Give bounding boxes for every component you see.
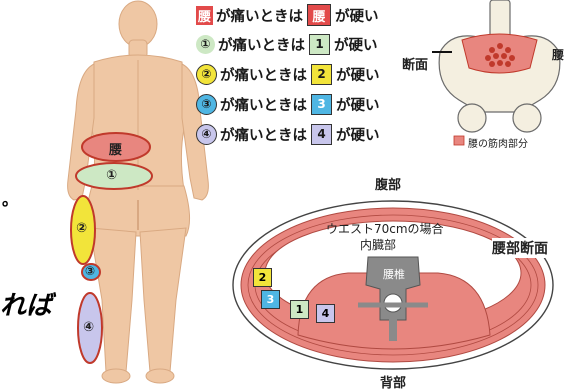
back-label: 背部 — [380, 372, 406, 391]
circle-2-marker: ② — [196, 64, 217, 85]
circle-3-marker: ③ — [196, 94, 217, 115]
zone-lumbar-label: 腰 — [109, 139, 122, 158]
pelvis-illustration — [432, 0, 567, 150]
legend-text: が痛いときは — [218, 34, 305, 55]
legend-text: が硬い — [336, 64, 380, 85]
section-box-4: 4 — [316, 304, 335, 323]
legend-row-2: ② が痛いときは 2 が硬い — [196, 63, 380, 85]
legend-text: が硬い — [336, 94, 380, 115]
circle-1-marker: ① — [196, 35, 215, 54]
section-box-1: 1 — [290, 300, 309, 319]
box-3: 3 — [311, 94, 332, 115]
section-box-3: 3 — [261, 290, 280, 309]
abdomen-label: 腹部 — [375, 174, 401, 193]
legend-text: が硬い — [334, 34, 378, 55]
zone-4-label: ④ — [83, 320, 94, 335]
pelvis-legend-text: 腰の筋肉部分 — [468, 135, 528, 150]
legend-row-4: ④ が痛いときは 4 が硬い — [196, 123, 380, 145]
legend-text: が痛いときは — [216, 5, 303, 26]
legend-text: が痛いときは — [220, 94, 307, 115]
zone-3-label: ③ — [85, 264, 95, 278]
section-box-2: 2 — [253, 268, 272, 287]
zone-2-label: ② — [76, 221, 87, 236]
pelvis-section-label: 断面 — [402, 54, 428, 73]
box-4: 4 — [311, 124, 332, 145]
legend-text: が痛いときは — [220, 64, 307, 85]
pelvis-lumbar-label: 腰 — [552, 46, 564, 63]
lumbar-box: 腰 — [307, 4, 331, 26]
legend-row-lumbar: 腰 が痛いときは 腰 が硬い — [196, 4, 379, 26]
left-mark: 。 — [2, 186, 18, 210]
waist-note: ウエスト70cmの場合 — [326, 220, 444, 237]
legend-text: が硬い — [336, 124, 380, 145]
vertebra-label: 腰椎 — [383, 266, 405, 282]
left-text: れば — [0, 285, 52, 322]
box-2: 2 — [311, 64, 332, 85]
legend-row-1: ① が痛いときは 1 が硬い — [196, 33, 378, 55]
waist-cross-section — [228, 185, 567, 390]
lumbar-section-label: 腰部断面 — [492, 238, 548, 258]
zone-1-label: ① — [106, 168, 117, 183]
legend-text: が痛いときは — [220, 124, 307, 145]
internal-organs-label: 内臓部 — [360, 236, 396, 253]
lumbar-marker: 腰 — [196, 6, 213, 25]
legend-text: が硬い — [335, 5, 379, 26]
box-1: 1 — [309, 34, 330, 55]
circle-4-marker: ④ — [196, 124, 217, 145]
legend-row-3: ③ が痛いときは 3 が硬い — [196, 93, 380, 115]
